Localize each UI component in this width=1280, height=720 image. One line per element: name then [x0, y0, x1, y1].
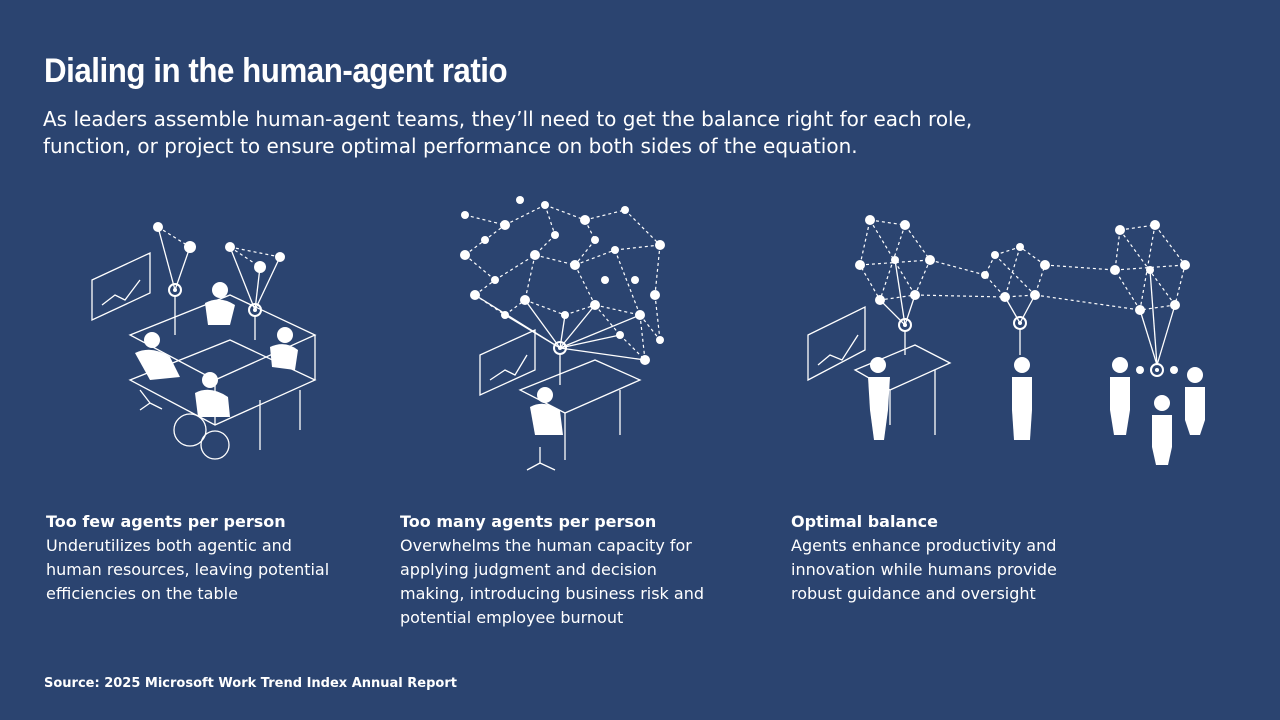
too-few-agents-illustration: [80, 185, 330, 475]
page-title: Dialing in the human-agent ratio: [44, 52, 508, 90]
monitor-chart-icon: [91, 251, 151, 322]
office-workers-icon: [91, 222, 317, 460]
column-text: Agents enhance productivity and innovati…: [791, 536, 1057, 603]
standing-people-icon: [807, 215, 1205, 465]
column-heading: Too many agents per person: [400, 512, 657, 531]
source-note: Source: 2025 Microsoft Work Trend Index …: [44, 676, 457, 691]
column-heading: Too few agents per person: [46, 512, 286, 531]
column-too-few: Too few agents per person Underutilizes …: [46, 510, 366, 606]
agent-network-icon: [460, 196, 665, 471]
column-optimal: Optimal balance Agents enhance productiv…: [791, 510, 1111, 606]
agent-network-icon: [855, 215, 1190, 377]
column-heading: Optimal balance: [791, 512, 938, 531]
column-text: Underutilizes both agentic and human res…: [46, 536, 330, 603]
optimal-balance-illustration: [800, 185, 1220, 475]
agent-network-icon: [153, 222, 285, 340]
page-subtitle: As leaders assemble human-agent teams, t…: [43, 107, 973, 158]
too-many-agents-illustration: [445, 185, 685, 475]
column-too-many: Too many agents per person Overwhelms th…: [400, 510, 720, 630]
column-text: Overwhelms the human capacity for applyi…: [400, 536, 704, 627]
